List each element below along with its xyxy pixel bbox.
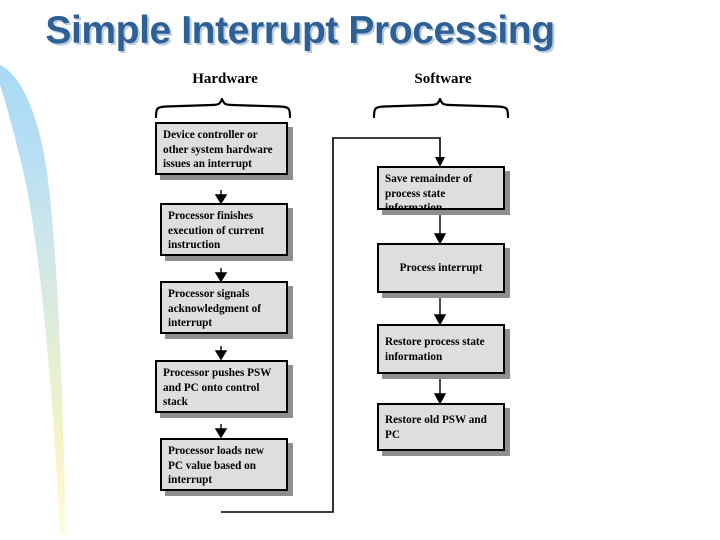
flow-box-sw-2-label: Process interrupt: [399, 262, 483, 275]
arrowhead-hw1-hw2: [214, 194, 228, 205]
flow-box-hw-3[interactable]: Processor signals acknowledgment of inte…: [160, 281, 288, 334]
flow-box-hw-1-label: Device controller or other system hardwa…: [163, 129, 273, 170]
arrowhead-hw3-hw4: [214, 350, 228, 361]
flow-box-hw-2[interactable]: Processor finishes execution of current …: [160, 203, 288, 256]
flow-box-sw-3-label: Restore process state information: [385, 336, 485, 363]
flow-box-hw-1[interactable]: Device controller or other system hardwa…: [155, 122, 288, 175]
brace-software: [372, 97, 510, 119]
arrowhead-sw1-sw2: [433, 233, 447, 245]
arrowhead-hw2-hw3: [214, 272, 228, 283]
flow-box-hw-5[interactable]: Processor loads new PC value based on in…: [160, 438, 288, 491]
flow-box-sw-4[interactable]: Restore old PSW and PC: [377, 403, 505, 451]
flow-box-hw-2-label: Processor finishes execution of current …: [168, 210, 265, 251]
arrowhead-sw2-sw3: [433, 314, 447, 326]
flow-box-sw-4-label: Restore old PSW and PC: [385, 414, 487, 441]
flow-box-hw-3-label: Processor signals acknowledgment of inte…: [168, 288, 261, 329]
flow-box-sw-3[interactable]: Restore process state information: [377, 324, 505, 374]
flow-box-hw-4[interactable]: Processor pushes PSW and PC onto control…: [155, 360, 288, 413]
arrowhead-sw3-sw4: [433, 393, 447, 405]
flow-box-sw-2[interactable]: Process interrupt: [377, 243, 505, 293]
flow-box-sw-1[interactable]: Save remainder of process state informat…: [377, 166, 505, 210]
flow-box-hw-5-label: Processor loads new PC value based on in…: [168, 445, 264, 486]
column-heading-hardware: Hardware: [192, 71, 258, 87]
brace-hardware: [154, 97, 292, 119]
column-heading-software: Software: [414, 71, 472, 87]
flow-box-hw-4-label: Processor pushes PSW and PC onto control…: [163, 367, 272, 408]
slide-title: Simple Interrupt Processing: [45, 9, 555, 52]
flow-box-sw-1-label: Save remainder of process state informat…: [385, 173, 473, 210]
arrowhead-hw4-hw5: [214, 428, 228, 439]
